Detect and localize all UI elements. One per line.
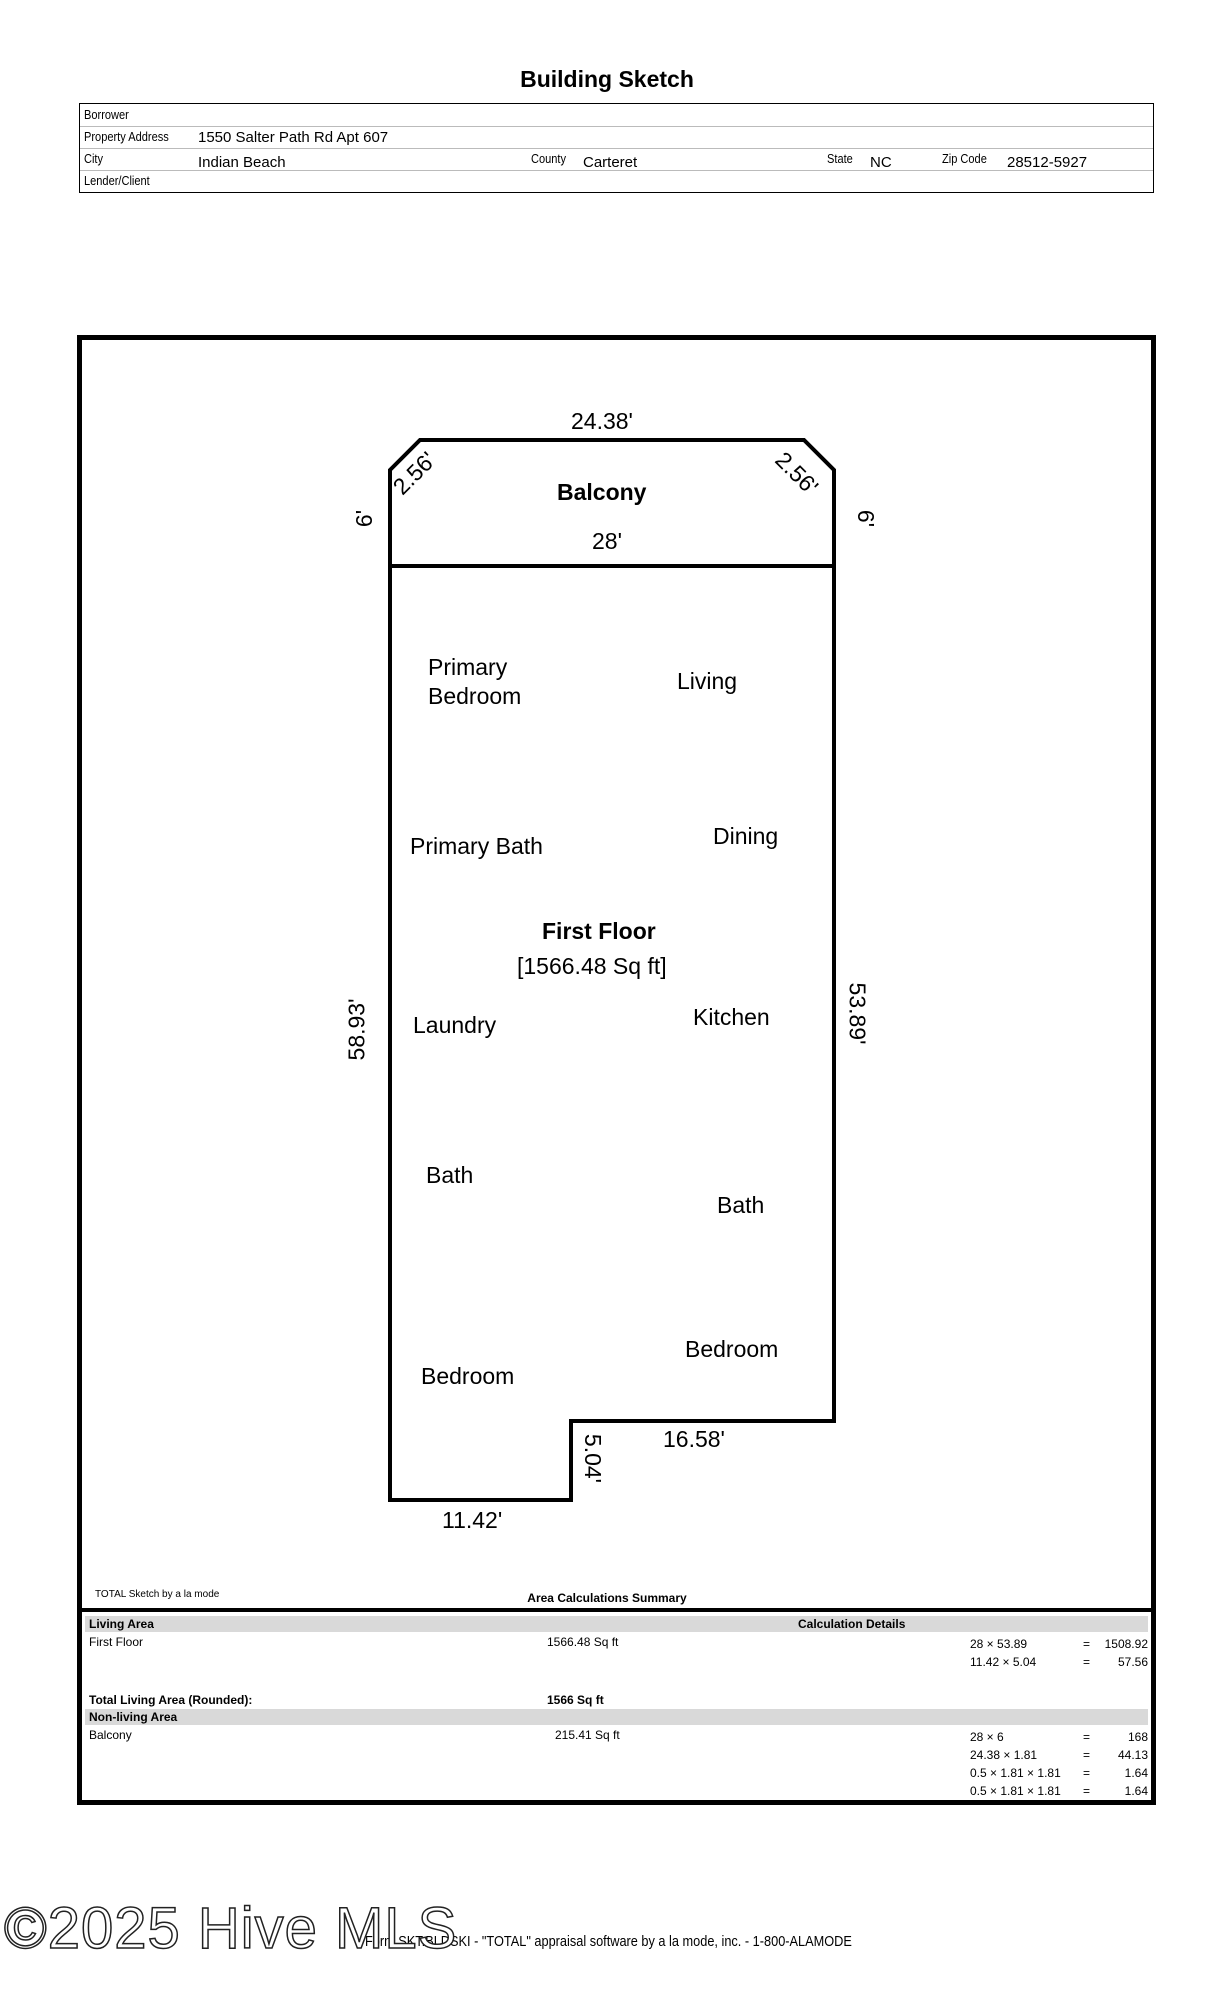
dim-top: 24.38' [571, 408, 633, 434]
dim-notch-vertical: 5.04' [580, 1433, 607, 1484]
state-value: NC [870, 154, 892, 171]
room-primary-bedroom: Primary Bedroom [428, 654, 522, 709]
room-dining: Dining [713, 823, 779, 849]
total-living-label: Total Living Area (Rounded): [89, 1693, 253, 1707]
footer-credit: Form SKT.BLDSKI - "TOTAL" appraisal soft… [365, 1933, 852, 1950]
room-bath-left: Bath [426, 1162, 474, 1188]
lender-row: Lender/Client [80, 170, 1153, 192]
dim-balcony-right: 6' [853, 509, 880, 528]
borrower-row: Borrower [80, 104, 1153, 127]
first-floor-label: First Floor [89, 1635, 143, 1649]
calc-expr: 0.5 × 1.81 × 1.81 [970, 1766, 1061, 1780]
room-living: Living [677, 668, 738, 694]
county-label: County [531, 151, 567, 166]
property-header-table: Borrower Property Address 1550 Salter Pa… [79, 103, 1154, 193]
nonliving-area-header: Non-living Area [89, 1710, 178, 1724]
zip-label: Zip Code [942, 151, 987, 166]
living-area-header-band [85, 1616, 1148, 1632]
first-floor-area: 1566.48 Sq ft [547, 1635, 619, 1649]
dim-right-wall: 53.89' [844, 982, 871, 1045]
lender-label: Lender/Client [84, 173, 150, 188]
nonliving-area-header-band [85, 1709, 1148, 1725]
balcony-summary-label: Balcony [89, 1728, 132, 1742]
calc-result: 168 [1127, 1730, 1148, 1744]
calculation-details-header: Calculation Details [798, 1617, 906, 1631]
sketch-software-tag: TOTAL Sketch by a la mode [95, 1589, 220, 1600]
dim-left-wall: 58.93' [343, 998, 370, 1061]
living-area-header: Living Area [89, 1617, 154, 1631]
calc-eq: = [1083, 1784, 1091, 1798]
first-floor-outline [388, 564, 836, 1502]
room-laundry: Laundry [413, 1012, 497, 1038]
room-bedroom-right: Bedroom [685, 1336, 779, 1362]
calc-eq: = [1083, 1655, 1091, 1669]
address-label: Property Address [84, 129, 169, 144]
dim-notch-right: 16.58' [663, 1426, 725, 1452]
calc-eq: = [1083, 1748, 1091, 1762]
calc-expr: 0.5 × 1.81 × 1.81 [970, 1784, 1061, 1798]
address-value: 1550 Salter Path Rd Apt 607 [198, 129, 389, 146]
floor-area: [1566.48 Sq ft] [517, 953, 667, 979]
calc-expr: 28 × 6 [970, 1730, 1004, 1744]
room-bedroom-left: Bedroom [421, 1363, 515, 1389]
area-summary-title: Area Calculations Summary [527, 1591, 687, 1605]
floor-label: First Floor [542, 918, 656, 944]
room-primary-bath: Primary Bath [410, 833, 543, 859]
calc-result: 1.64 [1124, 1784, 1148, 1798]
calc-eq: = [1083, 1637, 1091, 1651]
watermark: ©2025 Hive MLS [3, 1895, 458, 1962]
area-summary-divider [82, 1608, 1151, 1612]
city-label: City [84, 151, 104, 166]
county-value: Carteret [583, 154, 638, 171]
city-row: City Indian Beach County Carteret State … [80, 148, 1153, 171]
calc-result: 44.13 [1117, 1748, 1148, 1762]
borrower-label: Borrower [84, 107, 129, 122]
calc-result: 1.64 [1124, 1766, 1148, 1780]
room-bath-right: Bath [717, 1192, 765, 1218]
calc-eq: = [1083, 1730, 1091, 1744]
calc-expr: 24.38 × 1.81 [970, 1748, 1038, 1762]
total-living-value: 1566 Sq ft [547, 1693, 604, 1707]
dim-bottom-left: 11.42' [442, 1507, 503, 1533]
city-value: Indian Beach [198, 154, 286, 171]
zip-value: 28512-5927 [1007, 154, 1088, 171]
calc-expr: 11.42 × 5.04 [970, 1655, 1037, 1669]
state-label: State [827, 151, 853, 166]
dim-balcony-bottom: 28' [592, 528, 622, 554]
calc-eq: = [1083, 1766, 1091, 1780]
room-kitchen: Kitchen [693, 1004, 770, 1030]
balcony-summary-area: 215.41 Sq ft [555, 1728, 620, 1742]
calc-expr: 28 × 53.89 [970, 1637, 1028, 1651]
page-title: Building Sketch [520, 66, 694, 92]
address-row: Property Address 1550 Salter Path Rd Apt… [80, 126, 1153, 149]
calc-result: 57.56 [1117, 1655, 1148, 1669]
sketch-frame [77, 335, 1156, 1805]
calc-result: 1508.92 [1104, 1637, 1148, 1651]
balcony-label: Balcony [557, 479, 647, 505]
dim-balcony-left: 6' [351, 509, 378, 528]
